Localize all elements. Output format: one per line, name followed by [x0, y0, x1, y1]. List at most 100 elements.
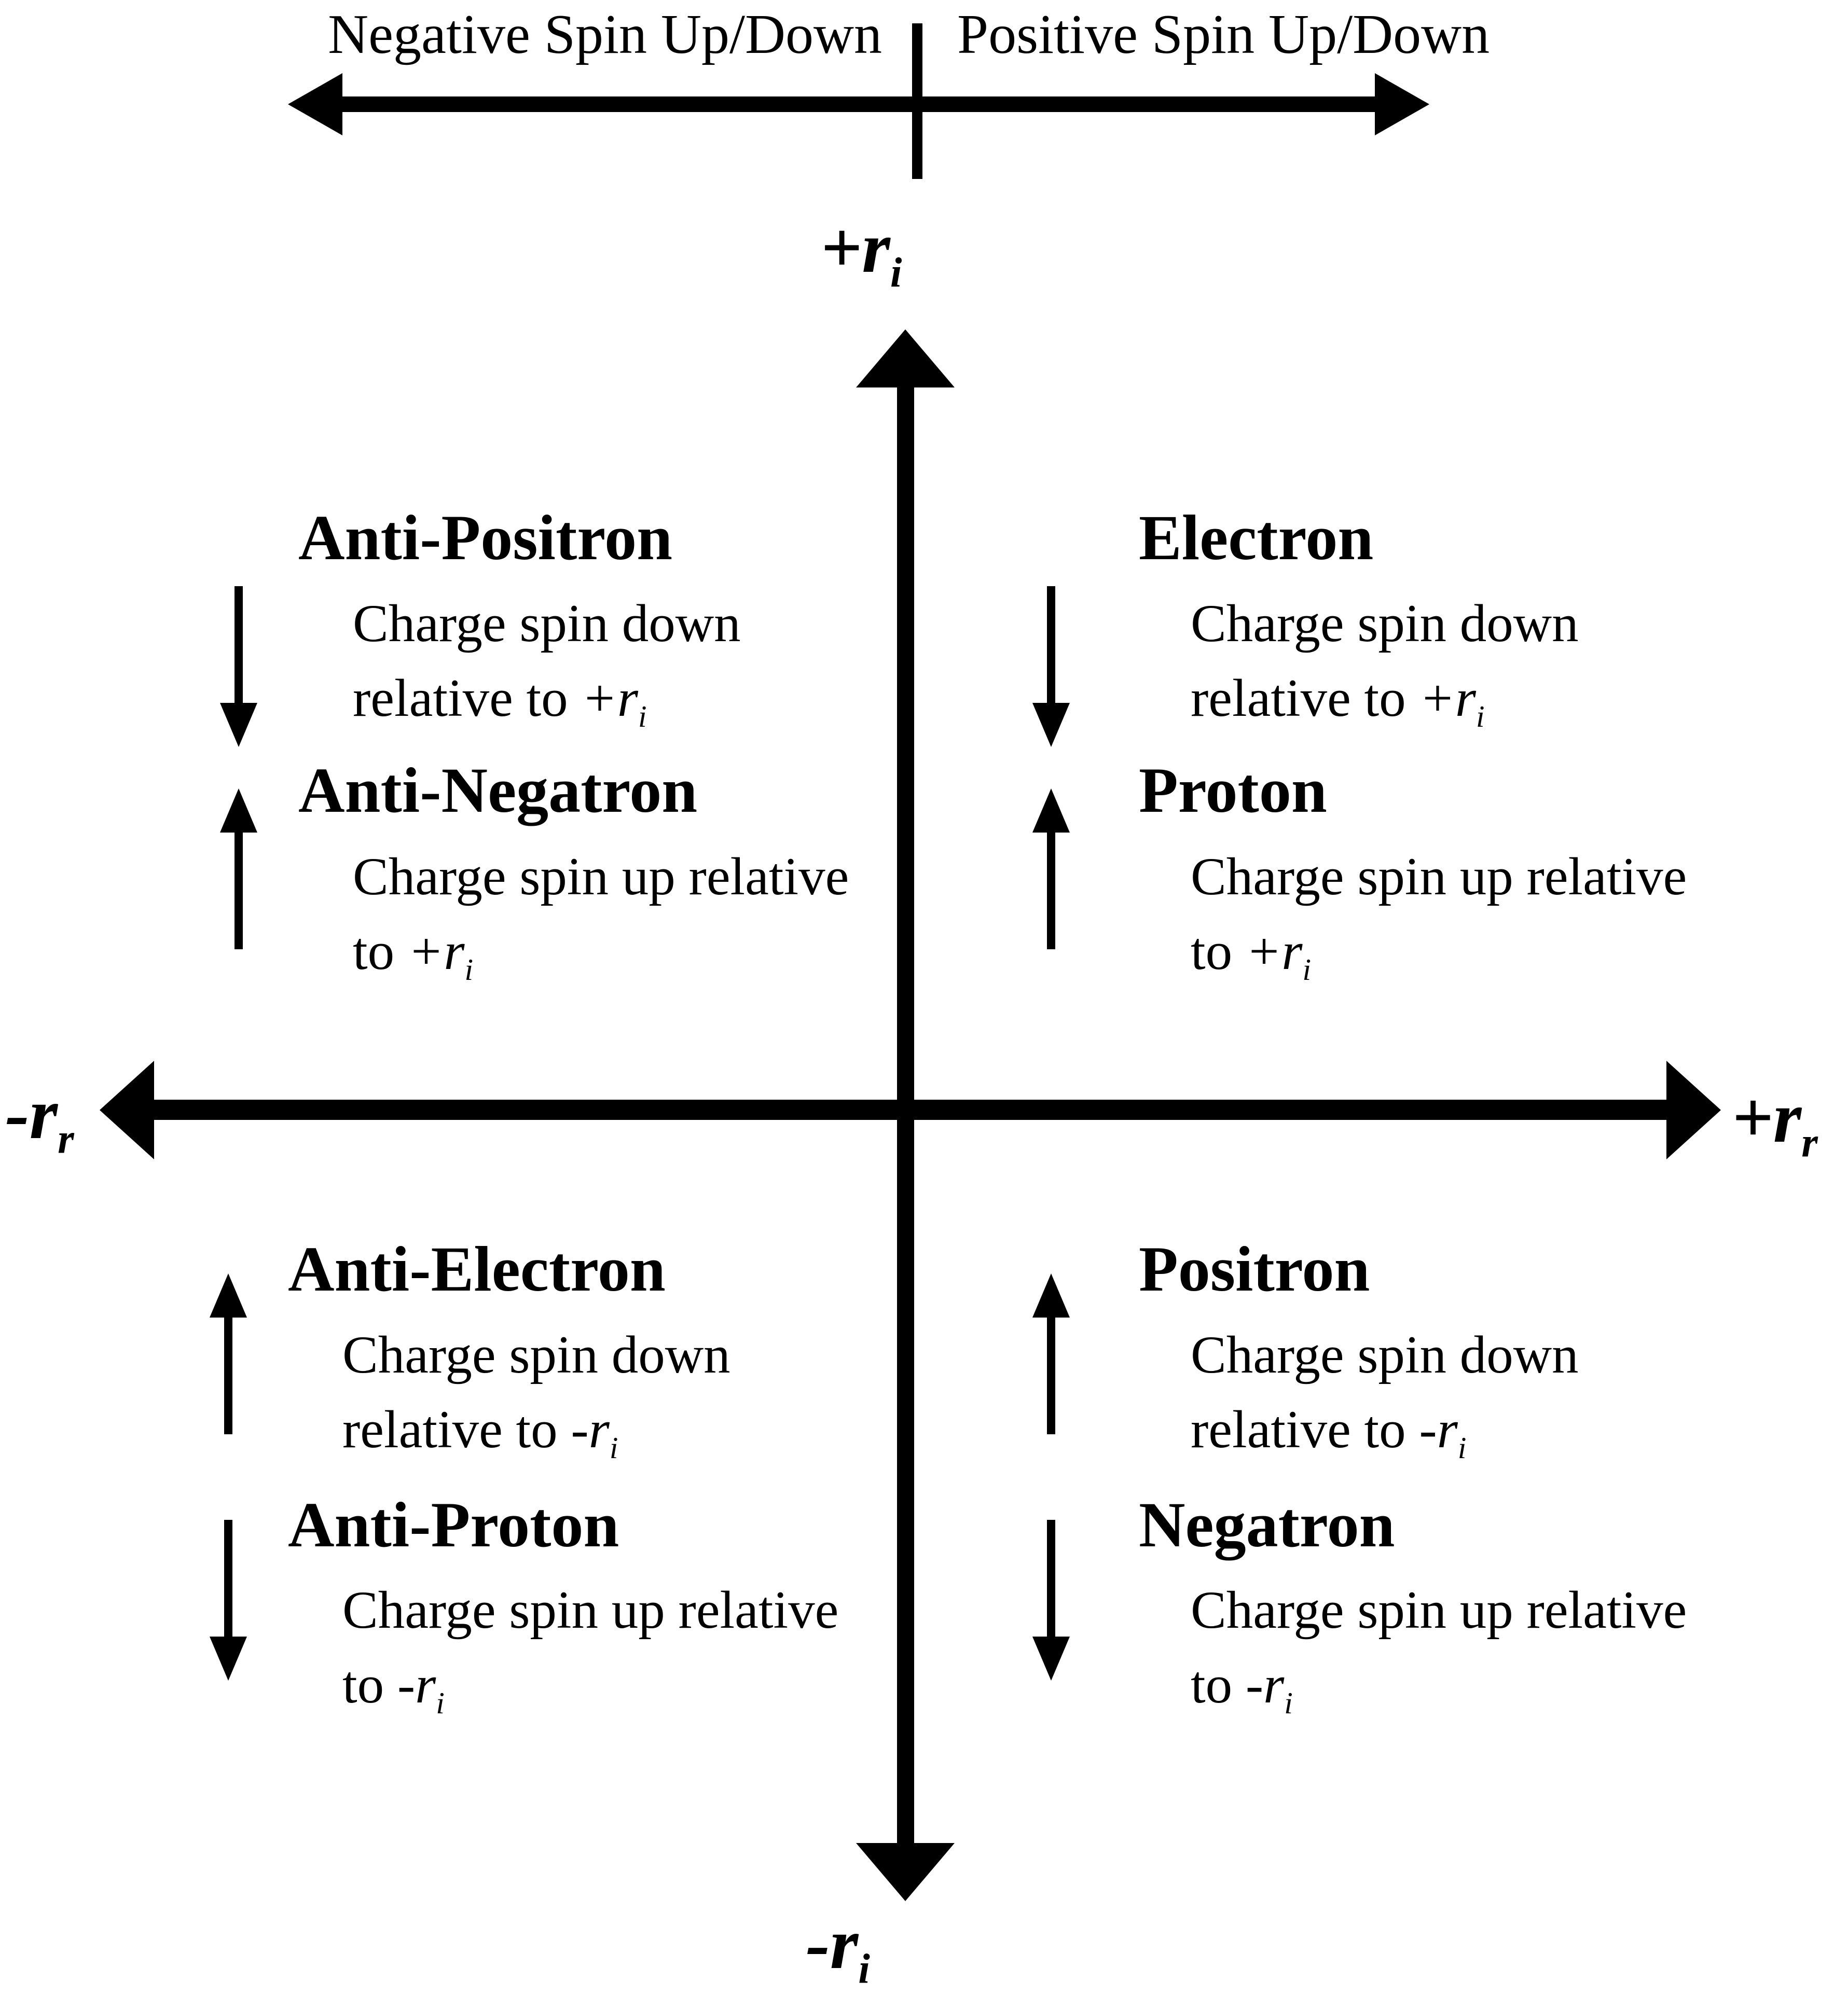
- math-text: +r: [820, 207, 890, 288]
- desc-line-2: to: [1191, 1655, 1246, 1715]
- math-sub: r: [58, 1115, 74, 1162]
- math-text: -r: [397, 1655, 436, 1715]
- spin-up-arrow-icon: [1032, 1273, 1070, 1434]
- desc-line-2: to: [1191, 922, 1246, 981]
- math-text: +r: [407, 922, 465, 981]
- math-text: +r: [1419, 669, 1477, 728]
- legend-arrowhead-right-icon: [1375, 73, 1429, 135]
- spin-down-arrow-icon: [1032, 586, 1070, 747]
- arrow-head: [210, 1637, 247, 1681]
- particle-desc: Charge spin down relative to +ri: [1191, 586, 1579, 736]
- arrow-head: [1032, 703, 1070, 747]
- axis-label-plus-rr: +rr: [1732, 1082, 1846, 1164]
- math-sub: i: [464, 952, 474, 987]
- math-text: -r: [5, 1074, 58, 1154]
- math-ref: +ri: [581, 669, 646, 732]
- math-ref: +ri: [1419, 669, 1484, 732]
- desc-line-1: Charge spin up relative: [1191, 847, 1687, 906]
- desc-line-2: relative to: [1191, 1400, 1419, 1460]
- particle-name: Proton: [1139, 755, 1327, 826]
- math-sub: i: [858, 1945, 870, 1992]
- particle-name: Electron: [1139, 502, 1374, 573]
- vertical-axis-arrowhead-top-icon: [856, 329, 955, 387]
- particle-desc: Charge spin down relative to -ri: [342, 1318, 730, 1467]
- legend-negative-spin-label: Negative Spin Up/Down: [328, 4, 882, 65]
- arrow-head: [1032, 1637, 1070, 1681]
- desc-line-1: Charge spin up relative: [1191, 1581, 1687, 1640]
- math-ref: +rr: [1732, 1077, 1818, 1164]
- arrow-head: [220, 703, 257, 747]
- arrow-shaft: [224, 1520, 232, 1637]
- math-sub: i: [436, 1686, 445, 1721]
- particle-name: Anti-Negatron: [298, 755, 698, 826]
- math-sub: i: [890, 249, 902, 296]
- math-ref: +ri: [407, 922, 473, 985]
- desc-line-1: Charge spin down: [353, 594, 741, 653]
- particle-desc: Charge spin up relative to +ri: [353, 839, 849, 989]
- math-sub: i: [1284, 1686, 1293, 1721]
- spin-down-arrow-icon: [210, 1520, 247, 1681]
- particle-desc: Charge spin up relative to -ri: [1191, 1573, 1687, 1722]
- desc-line-1: Charge spin up relative: [353, 847, 849, 906]
- math-sub: i: [1476, 699, 1485, 734]
- arrow-shaft: [1047, 1520, 1055, 1637]
- math-ref: -ri: [571, 1400, 618, 1463]
- particle-name: Anti-Electron: [288, 1234, 666, 1305]
- particle-desc: Charge spin up relative to -ri: [342, 1573, 838, 1722]
- math-ref: -ri: [397, 1655, 445, 1719]
- math-ref: +ri: [820, 207, 902, 294]
- horizontal-axis-arrowhead-left-icon: [100, 1061, 154, 1159]
- spin-up-arrow-icon: [220, 788, 257, 949]
- vertical-axis-arrowhead-bottom-icon: [856, 1843, 955, 1901]
- math-text: +r: [581, 669, 639, 728]
- desc-line-2: relative to: [1191, 669, 1419, 728]
- legend-positive-spin-label: Positive Spin Up/Down: [957, 4, 1490, 65]
- particle-name: Anti-Proton: [288, 1489, 619, 1560]
- spin-down-arrow-icon: [1032, 1520, 1070, 1681]
- math-text: +r: [1245, 922, 1303, 981]
- math-ref: -ri: [806, 1904, 870, 1990]
- desc-line-1: Charge spin down: [1191, 1325, 1579, 1384]
- math-text: -r: [806, 1904, 859, 1984]
- math-text: -r: [571, 1400, 610, 1460]
- math-sub: i: [1457, 1431, 1467, 1465]
- legend-arrow-shaft: [340, 96, 1377, 112]
- math-sub: i: [1302, 952, 1312, 987]
- particle-name: Anti-Positron: [298, 502, 673, 573]
- arrow-shaft: [1047, 1318, 1055, 1434]
- particle-name: Negatron: [1139, 1489, 1395, 1560]
- desc-line-1: Charge spin up relative: [342, 1581, 839, 1640]
- math-sub: r: [1801, 1119, 1818, 1166]
- math-text: +r: [1732, 1077, 1802, 1158]
- legend-arrowhead-left-icon: [288, 73, 342, 135]
- spin-up-arrow-icon: [1032, 788, 1070, 949]
- arrow-shaft: [224, 1318, 232, 1434]
- math-sub: i: [638, 699, 647, 734]
- desc-line-2: to: [342, 1655, 397, 1715]
- arrow-head: [210, 1273, 247, 1318]
- arrow-head: [1032, 1273, 1070, 1318]
- axis-label-minus-rr: -rr: [5, 1078, 119, 1160]
- axis-label-plus-ri: +ri: [802, 212, 921, 294]
- math-ref: -ri: [1245, 1655, 1293, 1719]
- desc-line-1: Charge spin down: [1191, 594, 1579, 653]
- particle-desc: Charge spin down relative to -ri: [1191, 1318, 1579, 1467]
- horizontal-axis-shaft: [150, 1100, 1668, 1120]
- arrow-shaft: [1047, 586, 1055, 703]
- horizontal-axis-arrowhead-right-icon: [1666, 1061, 1721, 1159]
- spin-up-arrow-icon: [210, 1273, 247, 1434]
- arrow-shaft: [235, 586, 243, 703]
- particle-desc: Charge spin down relative to +ri: [353, 586, 741, 736]
- arrow-head: [220, 788, 257, 833]
- arrow-shaft: [1047, 833, 1055, 949]
- desc-line-1: Charge spin down: [342, 1325, 730, 1384]
- spin-down-arrow-icon: [220, 586, 257, 747]
- axis-label-minus-ri: -ri: [778, 1908, 898, 1990]
- math-text: -r: [1245, 1655, 1285, 1715]
- particle-name: Positron: [1139, 1234, 1370, 1305]
- arrow-head: [1032, 788, 1070, 833]
- math-text: -r: [1419, 1400, 1458, 1460]
- desc-line-2: relative to: [353, 669, 582, 728]
- particle-desc: Charge spin up relative to +ri: [1191, 839, 1687, 989]
